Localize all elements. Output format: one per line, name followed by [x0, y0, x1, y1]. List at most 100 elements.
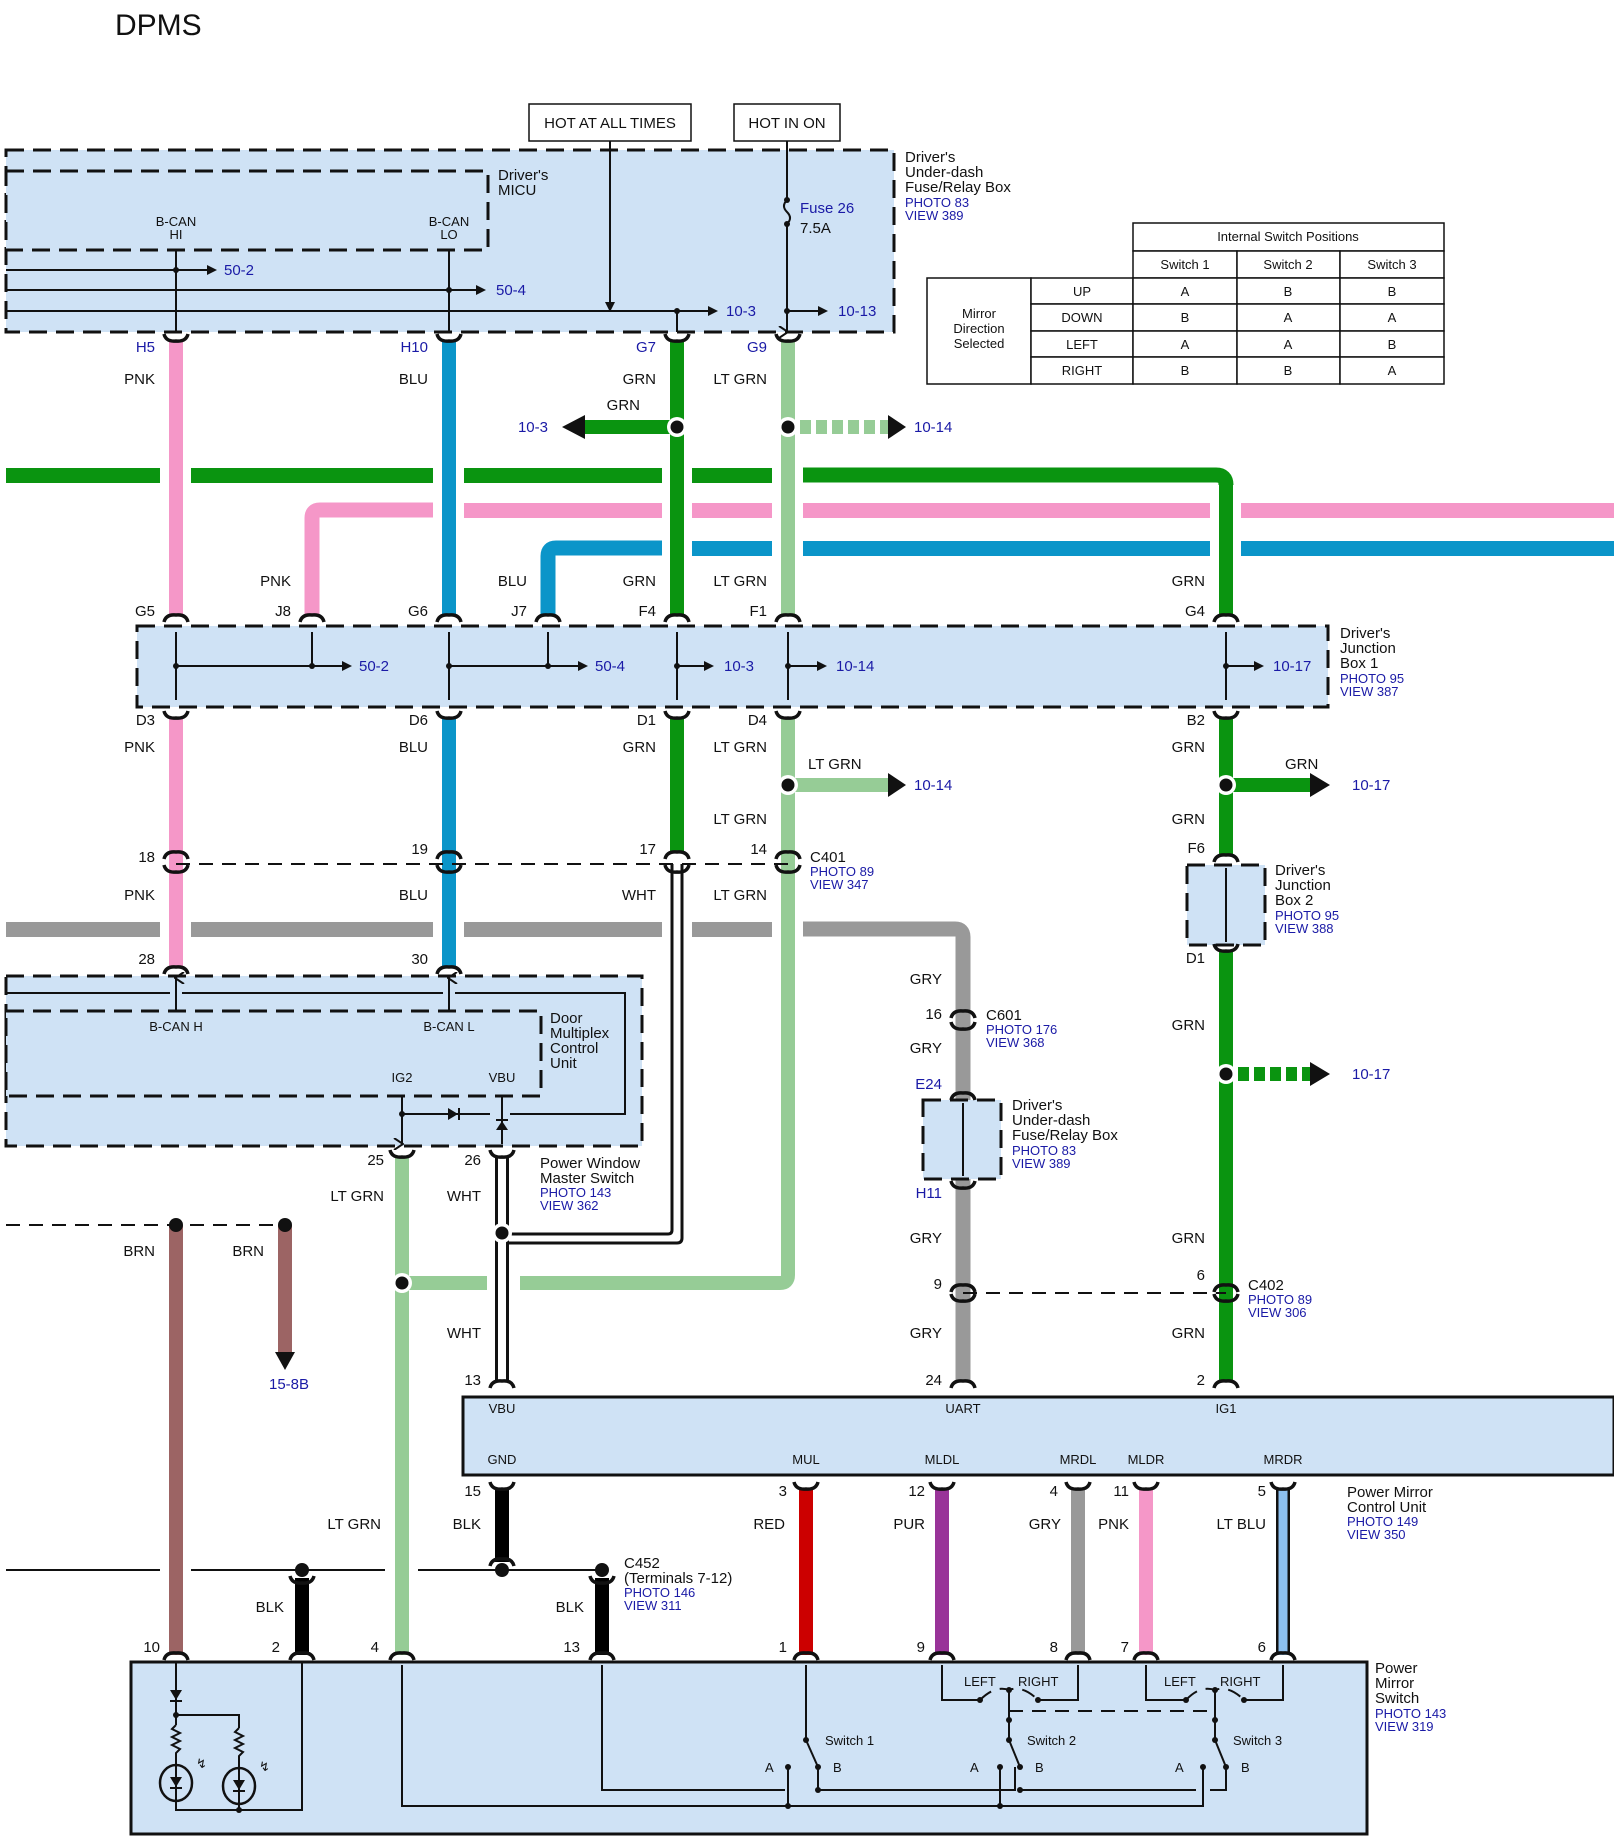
dmcu-pin-vbu: VBU [489, 1070, 516, 1085]
svg-text:28: 28 [138, 951, 155, 968]
table-row: RIGHT B B A [1030, 356, 1445, 385]
ref-10-17[interactable]: 10-17 [1352, 1066, 1390, 1083]
connector-cap [1269, 1481, 1297, 1491]
connector-cap [435, 965, 463, 975]
ref-50-2[interactable]: 50-2 [224, 262, 254, 279]
svg-text:VIEW 306: VIEW 306 [1248, 1305, 1307, 1320]
svg-text:VIEW 347: VIEW 347 [810, 877, 869, 892]
ref-10-3[interactable]: 10-3 [518, 419, 548, 436]
connector-cap [488, 1481, 516, 1491]
table-col-header: Switch 3 [1367, 257, 1416, 272]
connector-cap [435, 710, 463, 720]
svg-text:A: A [1181, 337, 1190, 352]
svg-text:10: 10 [143, 1639, 160, 1656]
dmcu-internal [6, 978, 626, 1144]
svg-text:A: A [970, 1760, 979, 1775]
svg-text:3: 3 [779, 1483, 787, 1500]
connector-cap [288, 1651, 316, 1661]
wire-wht-vbu [495, 864, 684, 1380]
connector-cap [949, 1283, 977, 1293]
svg-text:PHOTO 149: PHOTO 149 [1347, 1514, 1418, 1529]
connector-cap [162, 850, 190, 860]
svg-text:26: 26 [464, 1152, 481, 1169]
svg-text:VIEW 389: VIEW 389 [1012, 1156, 1071, 1171]
jb1-internal [173, 632, 1264, 700]
ref-10-3[interactable]: 10-3 [724, 658, 754, 675]
ref-15-8b[interactable]: 15-8B [269, 1376, 309, 1393]
splice-points [169, 417, 1236, 1293]
fuse-name: Fuse 26 [800, 200, 854, 217]
ref-10-13[interactable]: 10-13 [838, 303, 876, 320]
svg-text:BLK: BLK [256, 1599, 284, 1616]
svg-text:GRN: GRN [623, 573, 656, 590]
connector-cap [1212, 710, 1240, 720]
connector-cap [949, 1091, 977, 1101]
svg-text:H5: H5 [136, 339, 155, 356]
svg-text:6: 6 [1258, 1639, 1266, 1656]
svg-text:J7: J7 [511, 603, 527, 620]
svg-text:B: B [1388, 337, 1397, 352]
svg-text:2: 2 [272, 1639, 280, 1656]
ref-10-14[interactable]: 10-14 [914, 419, 952, 436]
wire-ground-line [6, 1490, 609, 1655]
connector-cap [1212, 1293, 1240, 1303]
svg-text:HOT AT ALL TIMES: HOT AT ALL TIMES [544, 115, 676, 132]
connector-cap [949, 1293, 977, 1303]
svg-text:G6: G6 [408, 603, 428, 620]
svg-text:MLDR: MLDR [1128, 1452, 1165, 1467]
ref-10-17[interactable]: 10-17 [1273, 658, 1311, 675]
svg-text:DOWN: DOWN [1061, 310, 1102, 325]
pmcu-pins: VBU UART IG1 GND MUL MLDL MRDL MLDR MRDR [488, 1401, 1303, 1467]
c452-label: C452(Terminals 7-12) PHOTO 146 VIEW 311 [624, 1555, 732, 1613]
svg-text:B: B [1181, 310, 1190, 325]
pms-text: Switch 1 Switch 2 Switch 3 LEFT RIGHT LE… [765, 1674, 1282, 1775]
fuse-rating: 7.5A [800, 220, 831, 237]
ref-10-17[interactable]: 10-17 [1352, 777, 1390, 794]
ref-50-2[interactable]: 50-2 [359, 658, 389, 675]
svg-text:9: 9 [934, 1276, 942, 1293]
power-mirror-control-unit [461, 1395, 1614, 1477]
svg-text:1: 1 [779, 1639, 787, 1656]
svg-text:BLU: BLU [399, 371, 428, 388]
dmcu-inner-box [4, 1009, 543, 1098]
svg-text:17: 17 [639, 841, 656, 858]
svg-text:MRDL: MRDL [1060, 1452, 1097, 1467]
svg-text:E24: E24 [915, 1076, 942, 1093]
ref-10-14[interactable]: 10-14 [914, 777, 952, 794]
svg-text:VIEW 387: VIEW 387 [1340, 684, 1399, 699]
svg-text:A: A [1284, 310, 1293, 325]
connector-cap [928, 1651, 956, 1661]
svg-text:B: B [1284, 284, 1293, 299]
svg-text:GRY: GRY [910, 971, 942, 988]
svg-text:PHOTO 89: PHOTO 89 [810, 864, 874, 879]
c601-label: C601 PHOTO 176 VIEW 368 [986, 1007, 1057, 1050]
wire-color-labels: PNK BLU GRN LT GRN GRN PNK BLU GRN LT GR… [123, 371, 1318, 1616]
ref-10-14[interactable]: 10-14 [836, 658, 874, 675]
svg-text:GRN: GRN [1172, 573, 1205, 590]
connector-cap [588, 1575, 616, 1585]
svg-text:LT GRN: LT GRN [330, 1188, 384, 1205]
svg-text:PHOTO 95: PHOTO 95 [1340, 671, 1404, 686]
connector-cap [488, 1557, 516, 1567]
ref-50-4[interactable]: 50-4 [496, 282, 526, 299]
ref-10-3[interactable]: 10-3 [726, 303, 756, 320]
svg-text:WHT: WHT [622, 887, 656, 904]
svg-text:VIEW 319: VIEW 319 [1375, 1719, 1434, 1734]
connector-cap [1212, 1283, 1240, 1293]
connector-cap [949, 1180, 977, 1190]
ref-50-4[interactable]: 50-4 [595, 658, 625, 675]
svg-text:Switch 3: Switch 3 [1233, 1733, 1282, 1748]
svg-text:GRN: GRN [1172, 1325, 1205, 1342]
svg-text:PNK: PNK [124, 739, 155, 756]
connector-cap [435, 864, 463, 874]
page-title: DPMS [115, 9, 202, 42]
svg-text:16: 16 [925, 1006, 942, 1023]
svg-text:MUL: MUL [792, 1452, 819, 1467]
svg-text:4: 4 [1050, 1483, 1058, 1500]
connector-caps [162, 333, 1297, 1661]
